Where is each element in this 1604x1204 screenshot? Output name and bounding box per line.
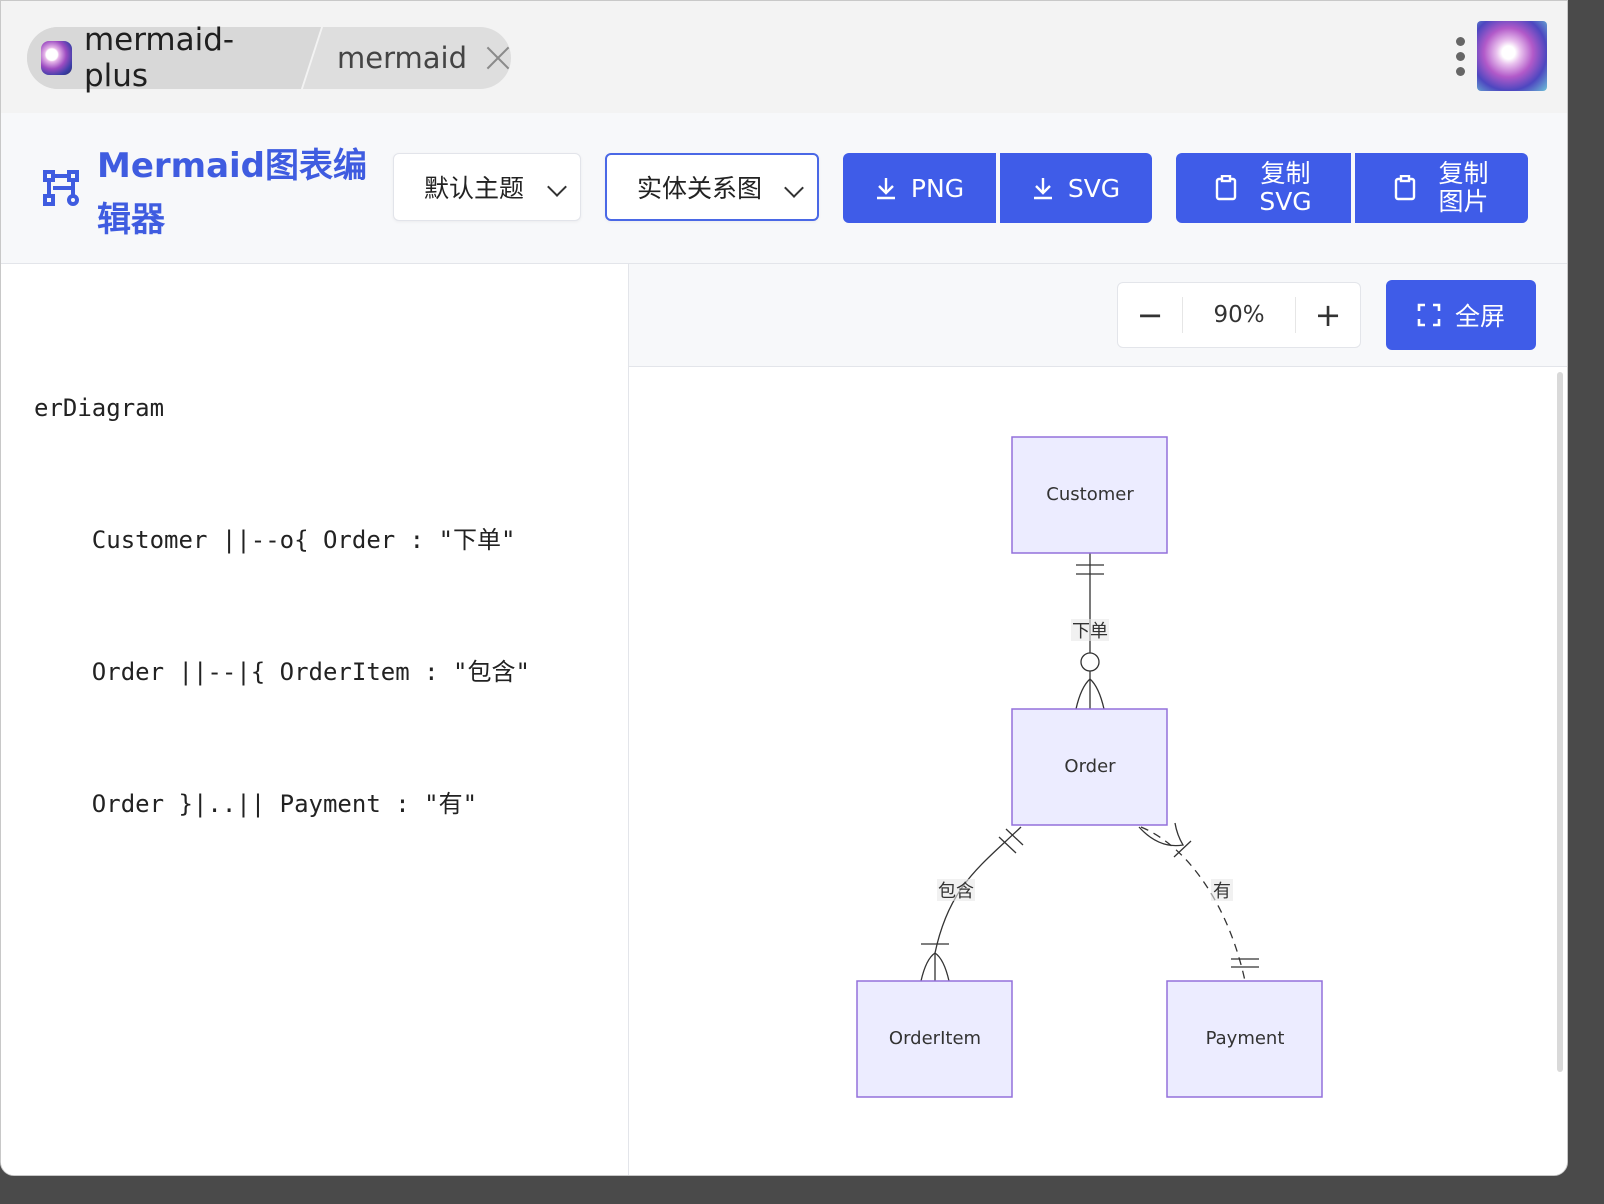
zoom-in-button[interactable]: + bbox=[1314, 296, 1342, 334]
copy-image-button[interactable]: 复制 图片 bbox=[1355, 153, 1528, 223]
code-line: Customer ||--o{ Order : "下单" bbox=[34, 526, 516, 554]
diagram-type-select[interactable]: 实体关系图 bbox=[605, 153, 819, 221]
tab-label: mermaid bbox=[337, 41, 467, 75]
preview-toolbar: − 90% + 全屏 bbox=[629, 264, 1567, 367]
entity-customer[interactable]: Customer bbox=[1011, 436, 1168, 554]
vertical-scrollbar[interactable] bbox=[1557, 372, 1563, 1072]
entity-label: Order bbox=[1064, 756, 1116, 777]
theme-select-value: 默认主题 bbox=[424, 174, 525, 203]
zoom-level: 90% bbox=[1182, 297, 1296, 333]
entity-order[interactable]: Order bbox=[1011, 708, 1168, 826]
tab-group: mermaid-plus mermaid bbox=[27, 22, 511, 94]
zoom-control: − 90% + bbox=[1117, 282, 1361, 348]
chevron-down-icon bbox=[784, 178, 804, 198]
diagram-icon bbox=[43, 170, 79, 206]
code-line: Order }|..|| Payment : "有" bbox=[34, 790, 478, 818]
entity-payment[interactable]: Payment bbox=[1166, 980, 1323, 1098]
tab-label: mermaid-plus bbox=[83, 22, 235, 94]
tab-bar: mermaid-plus mermaid bbox=[1, 1, 1567, 113]
relation-line bbox=[934, 826, 1022, 981]
entity-label: OrderItem bbox=[889, 1028, 981, 1049]
relation-line bbox=[1140, 826, 1246, 982]
editor-toolbar: Mermaid图表编辑器 默认主题 实体关系图 PNG SVG 复制 SVG bbox=[1, 113, 1567, 264]
zoom-out-button[interactable]: − bbox=[1136, 296, 1164, 334]
relation-label: 有 bbox=[1213, 881, 1231, 902]
code-line: erDiagram bbox=[34, 394, 165, 422]
relation-label: 包含 bbox=[938, 881, 974, 902]
code-text[interactable]: erDiagram Customer ||--o{ Order : "下单" O… bbox=[34, 298, 530, 914]
copy-image-line2: 图片 bbox=[1438, 187, 1489, 216]
code-line: Order ||--|{ OrderItem : "包含" bbox=[34, 658, 530, 686]
close-icon[interactable] bbox=[485, 45, 511, 71]
download-icon bbox=[876, 178, 895, 200]
page-title: Mermaid图表编辑器 bbox=[97, 146, 368, 240]
copy-image-line1: 复制 bbox=[1438, 159, 1489, 188]
download-png-label: PNG bbox=[910, 173, 965, 203]
copy-svg-button[interactable]: 复制 SVG bbox=[1176, 153, 1351, 223]
download-svg-label: SVG bbox=[1067, 173, 1121, 203]
fullscreen-label: 全屏 bbox=[1454, 302, 1505, 331]
relation-label: 下单 bbox=[1072, 621, 1108, 642]
chevron-down-icon bbox=[547, 177, 567, 197]
clipboard-icon bbox=[1395, 175, 1416, 201]
theme-select[interactable]: 默认主题 bbox=[393, 153, 581, 221]
more-menu-icon[interactable] bbox=[1454, 37, 1466, 79]
code-editor[interactable]: erDiagram Customer ||--o{ Order : "下单" O… bbox=[1, 264, 629, 1175]
fullscreen-icon bbox=[1417, 303, 1441, 327]
clipboard-icon bbox=[1216, 175, 1237, 201]
er-diagram: 下单 包含 有 Customer Order bbox=[856, 436, 1323, 1098]
download-icon bbox=[1033, 178, 1052, 200]
tab-mermaid-plus[interactable]: mermaid-plus bbox=[27, 22, 299, 94]
diagram-canvas[interactable]: 下单 包含 有 Customer Order bbox=[629, 367, 1567, 1175]
profile-avatar[interactable] bbox=[1477, 21, 1547, 91]
copy-svg-line2: SVG bbox=[1259, 187, 1312, 216]
preview-pane: − 90% + 全屏 bbox=[629, 264, 1567, 1175]
copy-svg-line1: 复制 bbox=[1260, 159, 1311, 188]
app-window: mermaid-plus mermaid Mermaid图表编辑器 bbox=[0, 0, 1568, 1176]
entity-orderitem[interactable]: OrderItem bbox=[856, 980, 1013, 1098]
download-png-button[interactable]: PNG bbox=[843, 153, 996, 223]
app-logo-icon bbox=[41, 41, 72, 75]
download-svg-button[interactable]: SVG bbox=[1000, 153, 1152, 223]
entity-label: Customer bbox=[1046, 484, 1134, 505]
entity-label: Payment bbox=[1206, 1028, 1285, 1049]
fullscreen-button[interactable]: 全屏 bbox=[1386, 280, 1536, 350]
tab-mermaid[interactable]: mermaid bbox=[299, 27, 511, 89]
diagram-type-value: 实体关系图 bbox=[637, 174, 763, 203]
